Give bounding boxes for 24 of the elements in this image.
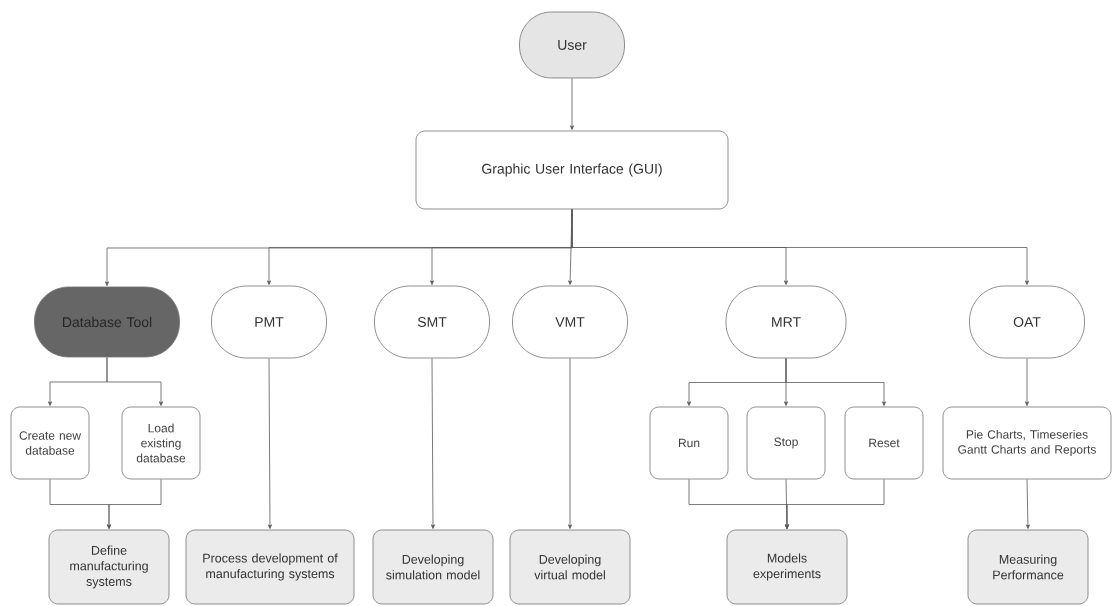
result-box: Developing virtual model — [509, 529, 631, 605]
arrow — [268, 358, 272, 529]
process-box: Graphic User Interface (GUI) — [415, 130, 729, 210]
arrow — [1025, 479, 1030, 529]
process-box: Stop — [746, 406, 826, 480]
process-box: Create new database — [10, 406, 90, 480]
arrow — [106, 357, 163, 406]
result-box: Measuring Performance — [967, 529, 1089, 605]
result-box: Define manufacturing systems — [48, 529, 170, 605]
result-box: Models experiments — [726, 529, 848, 605]
arrow — [107, 479, 162, 529]
arrow — [785, 358, 886, 406]
arrow — [568, 358, 572, 529]
result-box: Developing simulation model — [372, 529, 494, 605]
process-box: Reset — [844, 406, 924, 480]
arrow — [1025, 358, 1029, 406]
arrow — [570, 78, 574, 130]
process-box: Run — [649, 406, 729, 480]
arrow — [571, 209, 1029, 285]
arrow — [785, 479, 885, 529]
process-box: Pie Charts, Timeseries Gantt Charts and Reports — [942, 406, 1112, 480]
arrow — [431, 358, 435, 529]
result-box: Process development of manufacturing systems — [185, 529, 355, 605]
process-box: Load existing database — [121, 406, 201, 480]
